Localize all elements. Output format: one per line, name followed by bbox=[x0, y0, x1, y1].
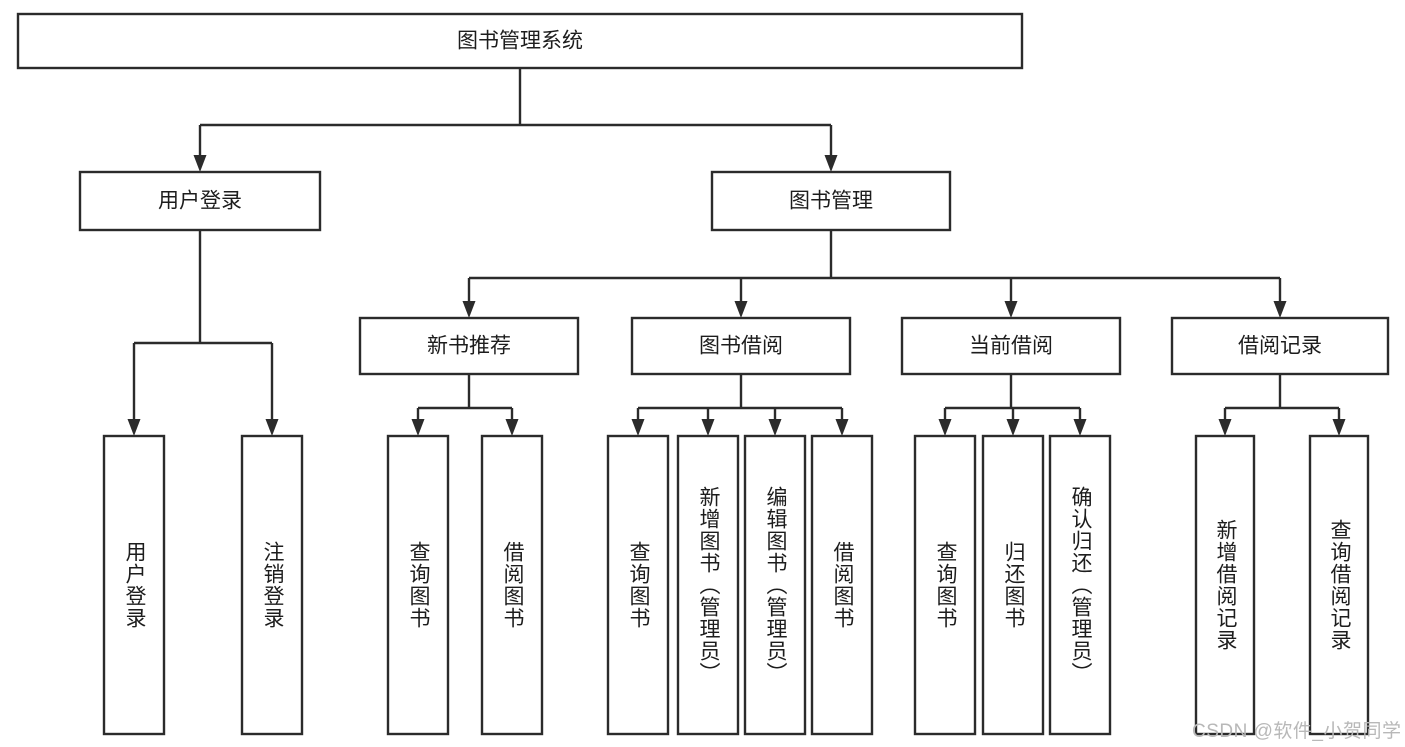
node-box-leaf-query-book-rec[interactable] bbox=[386, 434, 450, 736]
arrow-head bbox=[462, 301, 476, 318]
node-box-borrow-record[interactable] bbox=[1170, 316, 1390, 376]
node-label-book-manage: 图书管理 bbox=[789, 190, 873, 213]
node-label-root: 图书管理系统 bbox=[457, 30, 583, 53]
node-box-leaf-borrow-book[interactable] bbox=[810, 434, 874, 736]
boxes-layer bbox=[16, 12, 1390, 736]
arrow-head bbox=[1218, 419, 1232, 436]
node-box-user-login[interactable] bbox=[78, 170, 322, 232]
arrow-head bbox=[824, 155, 838, 172]
node-box-leaf-edit-book[interactable] bbox=[743, 434, 807, 736]
node-label-book-borrow: 图书借阅 bbox=[699, 335, 783, 358]
node-box-book-borrow[interactable] bbox=[630, 316, 852, 376]
node-box-leaf-return-book[interactable] bbox=[981, 434, 1045, 736]
node-box-leaf-add-book[interactable] bbox=[676, 434, 740, 736]
node-box-leaf-query-record[interactable] bbox=[1308, 434, 1370, 736]
node-box-leaf-borrow-book-rec[interactable] bbox=[480, 434, 544, 736]
arrow-head bbox=[835, 419, 849, 436]
arrow-head bbox=[768, 419, 782, 436]
arrow-head bbox=[127, 419, 141, 436]
watermark-text: CSDN @软件_小贺同学 bbox=[1192, 721, 1402, 742]
arrow-head bbox=[701, 419, 715, 436]
arrow-head bbox=[505, 419, 519, 436]
arrow-head bbox=[631, 419, 645, 436]
node-box-new-book-recommend[interactable] bbox=[358, 316, 580, 376]
node-label-borrow-record: 借阅记录 bbox=[1238, 335, 1322, 358]
arrow-head bbox=[1273, 301, 1287, 318]
arrow-head bbox=[1004, 301, 1018, 318]
node-label-new-book-recommend: 新书推荐 bbox=[427, 335, 511, 358]
node-box-current-borrow[interactable] bbox=[900, 316, 1122, 376]
arrow-head bbox=[1073, 419, 1087, 436]
node-box-leaf-user-login[interactable] bbox=[102, 434, 166, 736]
node-box-leaf-confirm-return[interactable] bbox=[1048, 434, 1112, 736]
arrow-head bbox=[193, 155, 207, 172]
arrow-head bbox=[938, 419, 952, 436]
node-label-user-login: 用户登录 bbox=[158, 190, 242, 213]
arrow-head bbox=[1332, 419, 1346, 436]
arrow-head bbox=[734, 301, 748, 318]
node-box-leaf-add-record[interactable] bbox=[1194, 434, 1256, 736]
node-label-current-borrow: 当前借阅 bbox=[969, 335, 1053, 358]
node-box-leaf-query-book-borrow[interactable] bbox=[606, 434, 670, 736]
connectors-layer bbox=[127, 68, 1346, 436]
arrow-head bbox=[411, 419, 425, 436]
node-box-leaf-user-logout[interactable] bbox=[240, 434, 304, 736]
arrow-head bbox=[1006, 419, 1020, 436]
node-box-leaf-query-book-cur[interactable] bbox=[913, 434, 977, 736]
node-box-book-manage[interactable] bbox=[710, 170, 952, 232]
arrow-head bbox=[265, 419, 279, 436]
node-box-root[interactable] bbox=[16, 12, 1024, 70]
